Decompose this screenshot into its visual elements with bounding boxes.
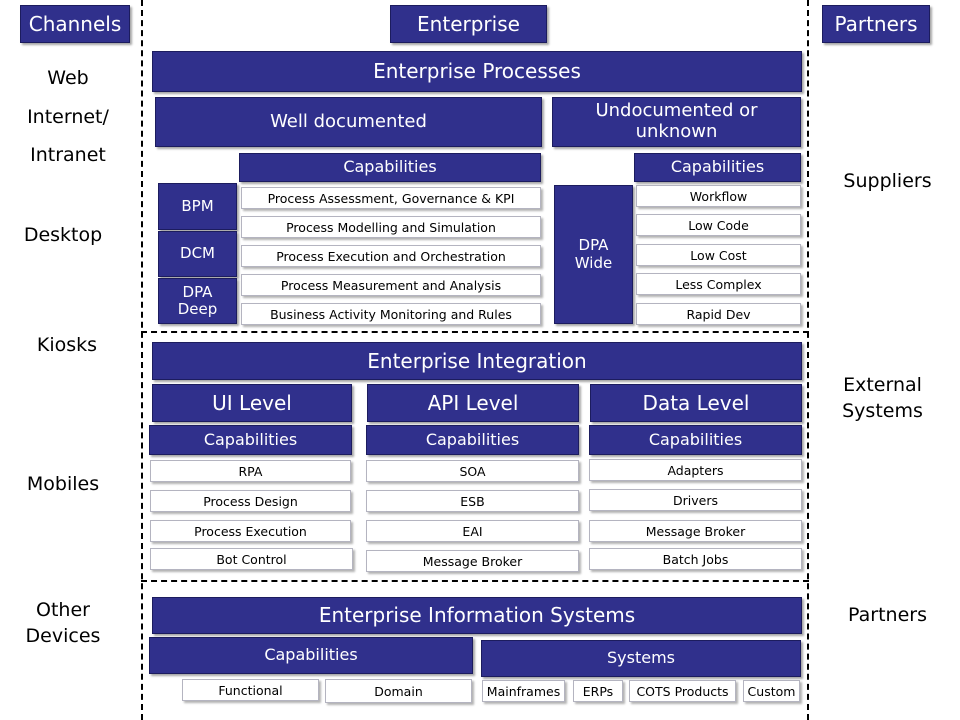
api-capability-item: SOA — [366, 460, 579, 482]
channel-kiosks: Kiosks — [36, 334, 98, 357]
section-divider-1 — [141, 331, 809, 333]
data-capability-item: Batch Jobs — [589, 548, 802, 570]
api-level: API Level — [367, 384, 579, 422]
dpa-deep-line2: Deep — [177, 300, 218, 318]
processes-capabilities-left: Capabilities — [239, 153, 541, 182]
api-capability-item: EAI — [366, 520, 579, 542]
processes-capabilities-right: Capabilities — [634, 153, 801, 182]
dpa-deep-block: DPA Deep — [158, 278, 237, 324]
dpa-wide-line2: Wide — [574, 253, 613, 272]
partner-external-systems: External Systems — [815, 372, 950, 426]
partners-header: Partners — [822, 5, 930, 43]
enterprise-header: Enterprise — [390, 5, 547, 43]
eis-capabilities: Capabilities — [149, 637, 473, 674]
channel-other-devices: Other Devices — [0, 598, 126, 650]
dpa-deep-line1: DPA — [182, 282, 213, 301]
channel-desktop: Desktop — [23, 224, 103, 247]
dpa-wide-line1: DPA — [578, 236, 609, 255]
ui-capability-item: RPA — [150, 460, 351, 482]
process-capability-item: Process Measurement and Analysis — [241, 274, 541, 296]
left-frame-line — [141, 0, 143, 720]
dpa-capability-item: Less Complex — [636, 273, 801, 295]
partner-suppliers: Suppliers — [843, 170, 932, 193]
right-frame-line — [807, 0, 809, 720]
channel-web: Web — [47, 67, 89, 90]
ui-capability-item: Process Execution — [150, 520, 351, 542]
channels-header: Channels — [20, 5, 130, 43]
api-capabilities: Capabilities — [366, 425, 579, 455]
eis-system-item: ERPs — [573, 680, 623, 702]
eis-systems: Systems — [481, 640, 801, 677]
data-capability-item: Adapters — [589, 459, 802, 481]
ui-capability-item: Process Design — [150, 490, 351, 512]
eis-capability-item: Functional — [182, 679, 319, 701]
data-level: Data Level — [590, 384, 802, 422]
channel-internet: Internet/ — [27, 106, 109, 129]
ui-level: UI Level — [152, 384, 352, 422]
channel-other-line1: Other — [36, 599, 90, 622]
data-capability-item: Message Broker — [589, 520, 802, 542]
eis-capability-item: Domain — [325, 679, 472, 703]
process-capability-item: Process Execution and Orchestration — [241, 245, 541, 267]
eis-system-item: Custom — [743, 680, 800, 702]
channel-mobiles: Mobiles — [26, 473, 100, 496]
ui-capability-item: Bot Control — [150, 548, 353, 570]
eis-title: Enterprise Information Systems — [152, 597, 802, 634]
section-divider-2 — [141, 580, 809, 582]
dcm-block: DCM — [158, 231, 237, 277]
process-capability-item: Business Activity Monitoring and Rules — [241, 303, 541, 325]
channel-other-line2: Devices — [25, 625, 101, 647]
ui-capabilities: Capabilities — [149, 425, 352, 455]
data-capabilities: Capabilities — [589, 425, 802, 455]
undocumented-unknown: Undocumented or unknown — [552, 97, 801, 147]
partner-external-line2: Systems — [842, 400, 923, 422]
process-capability-item: Process Modelling and Simulation — [241, 216, 541, 238]
api-capability-item: ESB — [366, 490, 579, 512]
dpa-capability-item: Low Code — [636, 214, 801, 236]
process-capability-item: Process Assessment, Governance & KPI — [241, 187, 541, 209]
dpa-wide-block: DPA Wide — [554, 185, 633, 324]
undocumented-line1: Undocumented or — [595, 100, 758, 122]
undocumented-line2: unknown — [635, 121, 718, 142]
dpa-capability-item: Low Cost — [636, 244, 801, 266]
data-capability-item: Drivers — [589, 489, 802, 511]
eis-system-item: Mainframes — [482, 680, 565, 702]
bpm-block: BPM — [158, 183, 237, 230]
partner-external-line1: External — [843, 374, 922, 397]
eis-system-item: COTS Products — [629, 680, 736, 702]
enterprise-integration-title: Enterprise Integration — [152, 342, 802, 380]
partner-partners: Partners — [848, 604, 927, 627]
channel-intranet: Intranet — [30, 144, 106, 167]
well-documented: Well documented — [155, 97, 542, 147]
dpa-capability-item: Rapid Dev — [636, 303, 801, 325]
dpa-capability-item: Workflow — [636, 185, 801, 207]
enterprise-processes-title: Enterprise Processes — [152, 51, 802, 92]
api-capability-item: Message Broker — [366, 550, 579, 572]
